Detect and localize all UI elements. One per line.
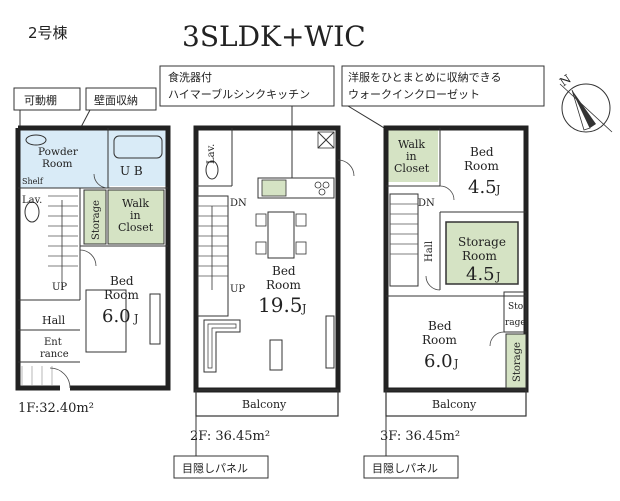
f3-hall: Hall	[424, 241, 435, 262]
f3-sto-2: rage	[505, 318, 526, 328]
f3-bed-b-2: Room	[422, 333, 457, 347]
f3-bed-a-size: 4.5	[468, 177, 497, 198]
floor-3	[383, 125, 529, 417]
svg-text:ウォークインクローゼット: ウォークインクローゼット	[348, 88, 480, 101]
f3-wic-1: Walk	[398, 138, 425, 151]
callout-kitchen: 食洗器付 ハイマーブルシンクキッチン	[159, 65, 335, 178]
f1-bed-2: Room	[104, 288, 139, 302]
f3-bed-a-unit: J	[495, 183, 500, 196]
f3-sto-1: Sto	[508, 302, 523, 312]
f2-balcony: Balcony	[242, 398, 287, 411]
svg-text:食洗器付: 食洗器付	[168, 70, 212, 84]
f3-storage-room-1: Storage	[458, 235, 506, 249]
svg-text:ハイマーブルシンクキッチン: ハイマーブルシンクキッチン	[168, 87, 310, 101]
svg-text:目隠しパネル: 目隠しパネル	[372, 462, 438, 475]
f1-storage: Storage	[91, 200, 102, 240]
svg-text:壁面収納: 壁面収納	[94, 93, 138, 107]
f1-shelf: Shelf	[22, 177, 44, 186]
f2-bed-2: Room	[266, 278, 301, 292]
f1-ub: U B	[120, 164, 143, 178]
north-arrow-icon	[559, 83, 613, 133]
f1-powder-1: Powder	[38, 146, 79, 158]
f3-wic-2: in	[406, 150, 417, 163]
svg-text:洋服をひとまとめに収納できる: 洋服をひとまとめに収納できる	[348, 70, 501, 84]
floor-1	[15, 125, 171, 391]
f2-bed-size: 19.5	[258, 293, 303, 317]
f1-wic-3: Closet	[118, 221, 154, 234]
f3-wic-3: Closet	[394, 162, 430, 175]
f1-area: 1F:32.40m²	[18, 401, 94, 416]
f3-area: 3F: 36.45m²	[380, 429, 460, 444]
f2-bed-1: Bed	[272, 264, 296, 278]
f3-storage: Storage	[512, 342, 523, 382]
f1-wic-2: in	[130, 209, 141, 222]
f3-storage-room-unit: J	[495, 270, 500, 283]
f2-lav: Lav.	[206, 144, 217, 164]
f2-area: 2F: 36.45m²	[190, 429, 270, 444]
callout-movable-shelf: 可動棚	[13, 87, 81, 162]
building-label: 2号棟	[28, 24, 68, 42]
f2-dn: DN	[230, 198, 247, 209]
f3-screen-panel-callout: 目隠しパネル	[363, 398, 459, 479]
f2-up: UP	[230, 284, 245, 295]
callout-wic: 洋服をひとまとめに収納できる ウォークインクローゼット	[341, 65, 545, 141]
f1-powder-2: Room	[42, 158, 73, 170]
f1-entrance-1: Ent	[44, 337, 62, 348]
f1-wic-1: Walk	[122, 197, 149, 210]
f3-storage-room-2: Room	[462, 249, 497, 263]
f3-bed-b-1: Bed	[428, 319, 452, 333]
f3-dn: DN	[418, 198, 435, 209]
f2-bed-unit: J	[301, 302, 306, 315]
plan-type-title: 3SLDK+WIC	[182, 20, 366, 53]
f2-screen-panel-callout: 目隠しパネル	[173, 398, 269, 479]
north-label: N	[557, 72, 574, 89]
svg-text:可動棚: 可動棚	[24, 93, 57, 107]
f1-up: UP	[52, 282, 67, 293]
svg-text:目隠しパネル: 目隠しパネル	[182, 462, 248, 475]
f3-bed-b-unit: J	[453, 357, 458, 370]
f1-bed-size: 6.0	[102, 306, 131, 327]
f3-storage-room-size: 4.5	[466, 264, 495, 285]
f3-balcony: Balcony	[432, 398, 477, 411]
f3-bed-a-1: Bed	[470, 145, 494, 159]
f1-entrance-2: rance	[40, 349, 69, 360]
f1-lav: Lav.	[22, 195, 42, 206]
f1-bed-1: Bed	[110, 274, 134, 288]
callout-wall-storage: 壁面収納	[69, 87, 157, 149]
f1-hall: Hall	[42, 314, 66, 327]
f3-bed-a-2: Room	[464, 159, 499, 173]
f1-bed-unit: J	[133, 312, 138, 325]
f3-bed-b-size: 6.0	[424, 351, 453, 372]
